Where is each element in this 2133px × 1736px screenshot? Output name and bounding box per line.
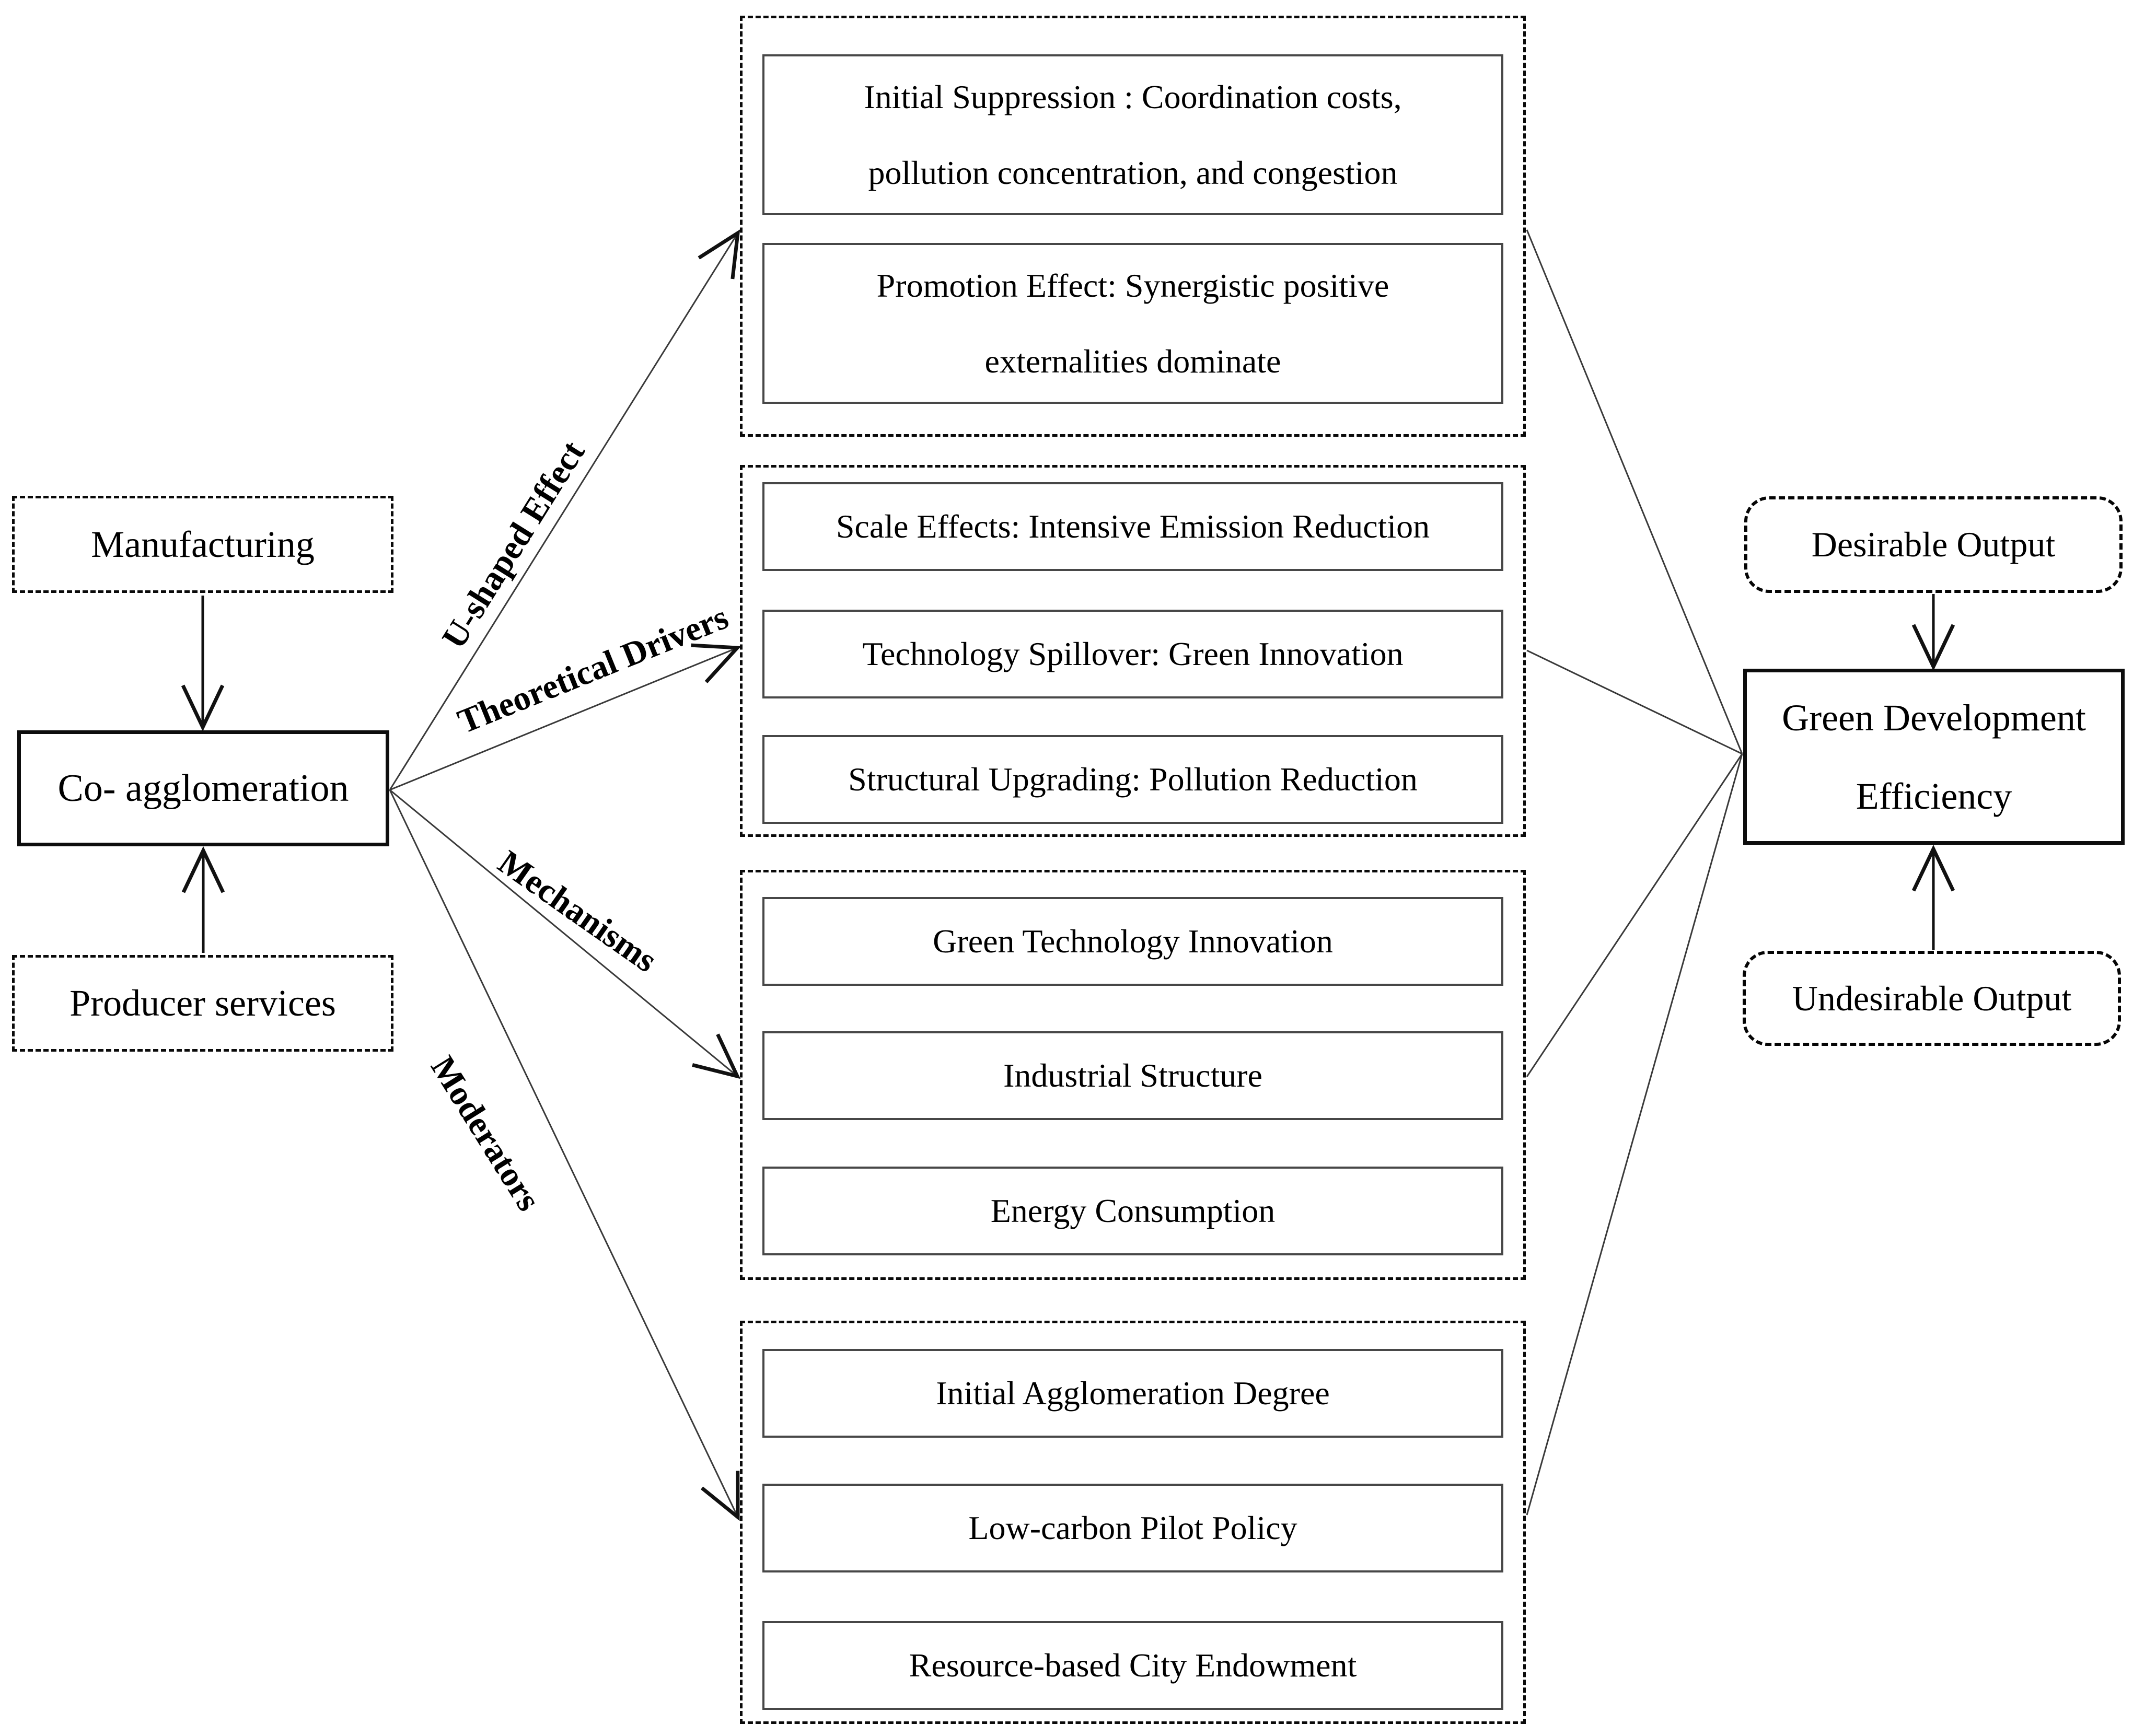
green-development-line1: Green Development bbox=[1782, 696, 2086, 739]
structural-upgrading-box: Structural Upgrading: Pollution Reductio… bbox=[762, 735, 1503, 824]
initial-suppression-box: Initial Suppression : Coordination costs… bbox=[762, 54, 1503, 215]
line-drivers-group-to-gde bbox=[1526, 649, 1743, 755]
promotion-effect-line2: externalities dominate bbox=[984, 343, 1281, 380]
industrial-structure-box: Industrial Structure bbox=[762, 1031, 1503, 1120]
green-development-line2: Efficiency bbox=[1856, 775, 2012, 817]
technology-spillover-box: Technology Spillover: Green Innovation bbox=[762, 610, 1503, 698]
technology-spillover-label: Technology Spillover: Green Innovation bbox=[862, 635, 1404, 672]
line-mechanisms-group-to-gde bbox=[1526, 753, 1743, 1077]
green-technology-innovation-box: Green Technology Innovation bbox=[762, 897, 1503, 986]
green-technology-innovation-label: Green Technology Innovation bbox=[933, 923, 1333, 960]
theoretical-drivers-group: Scale Effects: Intensive Emission Reduct… bbox=[740, 465, 1526, 837]
resource-based-city-endowment-box: Resource-based City Endowment bbox=[762, 1621, 1503, 1710]
producer-services-box: Producer services bbox=[12, 955, 393, 1052]
undesirable-output-label: Undesirable Output bbox=[1792, 978, 2072, 1018]
initial-suppression-line1: Initial Suppression : Coordination costs… bbox=[864, 78, 1402, 115]
energy-consumption-box: Energy Consumption bbox=[762, 1167, 1503, 1255]
manufacturing-label: Manufacturing bbox=[91, 523, 315, 565]
initial-suppression-line2: pollution concentration, and congestion bbox=[868, 154, 1398, 191]
energy-consumption-label: Energy Consumption bbox=[990, 1192, 1276, 1229]
promotion-effect-box: Promotion Effect: Synergistic positive e… bbox=[762, 243, 1503, 404]
co-agglomeration-label: Co- agglomeration bbox=[57, 766, 349, 810]
producer-services-label: Producer services bbox=[69, 982, 336, 1024]
moderators-group: Initial Agglomeration Degree Low-carbon … bbox=[740, 1321, 1526, 1724]
scale-effects-label: Scale Effects: Intensive Emission Reduct… bbox=[836, 508, 1430, 545]
green-development-efficiency-box: Green Development Efficiency bbox=[1743, 669, 2125, 845]
resource-based-city-endowment-label: Resource-based City Endowment bbox=[909, 1647, 1357, 1684]
structural-upgrading-label: Structural Upgrading: Pollution Reductio… bbox=[848, 761, 1418, 798]
mechanisms-group: Green Technology Innovation Industrial S… bbox=[740, 870, 1526, 1280]
line-moderators-group-to-gde bbox=[1526, 753, 1743, 1516]
low-carbon-pilot-policy-label: Low-carbon Pilot Policy bbox=[968, 1509, 1297, 1546]
promotion-effect-line1: Promotion Effect: Synergistic positive bbox=[876, 267, 1389, 304]
arrow-coagg-to-u-shaped-group bbox=[389, 229, 740, 790]
initial-agglomeration-degree-box: Initial Agglomeration Degree bbox=[762, 1349, 1503, 1438]
initial-agglomeration-degree-label: Initial Agglomeration Degree bbox=[936, 1374, 1330, 1412]
industrial-structure-label: Industrial Structure bbox=[1003, 1057, 1262, 1094]
desirable-output-label: Desirable Output bbox=[1811, 525, 2056, 564]
u-shaped-group: Initial Suppression : Coordination costs… bbox=[740, 16, 1526, 437]
arrow-coagg-to-mechanisms-group bbox=[389, 789, 741, 1079]
arrow-coagg-to-drivers-group bbox=[389, 643, 741, 791]
scale-effects-box: Scale Effects: Intensive Emission Reduct… bbox=[762, 482, 1503, 571]
desirable-output-box: Desirable Output bbox=[1744, 496, 2123, 593]
arrow-coagg-to-moderators-group bbox=[389, 789, 740, 1521]
undesirable-output-box: Undesirable Output bbox=[1743, 951, 2121, 1046]
low-carbon-pilot-policy-box: Low-carbon Pilot Policy bbox=[762, 1484, 1503, 1572]
manufacturing-box: Manufacturing bbox=[12, 496, 393, 593]
co-agglomeration-box: Co- agglomeration bbox=[17, 730, 389, 846]
line-u-shaped-group-to-gde bbox=[1526, 229, 1743, 754]
